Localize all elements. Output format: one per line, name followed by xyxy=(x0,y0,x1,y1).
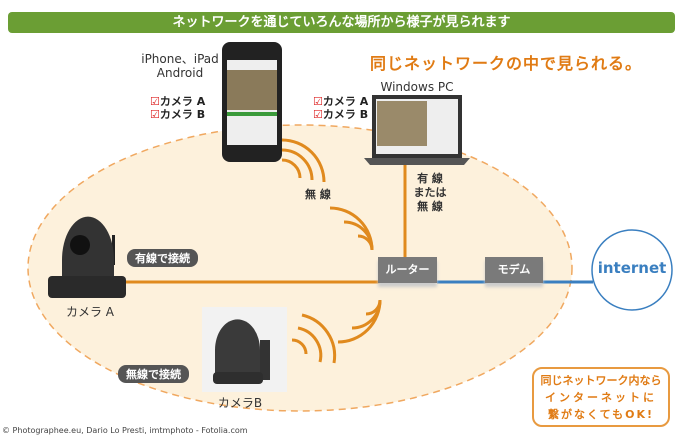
mobile-label: iPhone、iPad Android xyxy=(140,52,220,80)
note-line: インターネットに xyxy=(545,391,657,404)
wifi-waves-phone xyxy=(281,138,326,183)
camera-a-label: カメラ A xyxy=(65,305,115,319)
camera-a-image xyxy=(48,216,126,298)
checkmark-icon: ☑ xyxy=(313,108,323,121)
mobile-camera-checklist: ☑カメラ A ☑カメラ B xyxy=(150,95,205,121)
internet-label: internet xyxy=(597,259,667,277)
check-camera-b: カメラ B xyxy=(159,108,206,121)
wireless-label: 無 線 xyxy=(305,188,331,201)
label-line: 無 線 xyxy=(417,200,443,213)
camera-b-image xyxy=(202,307,287,392)
wired-connect-badge: 有線で接続 xyxy=(127,249,198,267)
title-banner: ネットワークを通じていろんな場所から様子が見られます xyxy=(8,12,675,33)
router-box: ルーター xyxy=(378,257,437,283)
checkmark-icon: ☑ xyxy=(313,95,323,108)
mobile-label-line1: iPhone、iPad xyxy=(141,52,219,66)
note-line: 同じネットワーク内なら xyxy=(540,374,662,387)
headline: 同じネットワークの中で見られる。 xyxy=(370,54,643,73)
modem-box: モデム xyxy=(485,257,543,283)
laptop-image xyxy=(364,95,470,165)
pc-camera-checklist: ☑カメラ A ☑カメラ B xyxy=(313,95,368,121)
label-line: 有 線 xyxy=(417,172,443,185)
wired-or-wireless-label: 有 線 または 無 線 xyxy=(405,172,455,214)
smartphone-image xyxy=(222,42,282,162)
wifi-waves-router-down xyxy=(337,299,382,344)
pc-label: Windows PC xyxy=(380,80,454,94)
mobile-label-line2: Android xyxy=(156,66,204,80)
wifi-waves-camera-b xyxy=(291,313,337,364)
note-line: 繋がなくてもOK! xyxy=(547,408,654,421)
checkmark-icon: ☑ xyxy=(150,95,160,108)
internet-circle xyxy=(591,229,673,311)
wireless-connect-badge: 無線で接続 xyxy=(118,365,189,383)
check-camera-b: カメラ B xyxy=(322,108,369,121)
note-box: 同じネットワーク内なら インターネットに 繋がなくてもOK! xyxy=(532,367,670,427)
photo-credit: © Photographee.eu, Dario Lo Presti, imtm… xyxy=(2,426,248,435)
label-line: または xyxy=(413,186,447,199)
wifi-waves-router-up xyxy=(329,206,374,251)
check-camera-a: カメラ A xyxy=(159,95,206,108)
camera-b-label: カメラB xyxy=(217,396,263,410)
network-area xyxy=(27,124,573,412)
check-camera-a: カメラ A xyxy=(322,95,369,108)
checkmark-icon: ☑ xyxy=(150,108,160,121)
